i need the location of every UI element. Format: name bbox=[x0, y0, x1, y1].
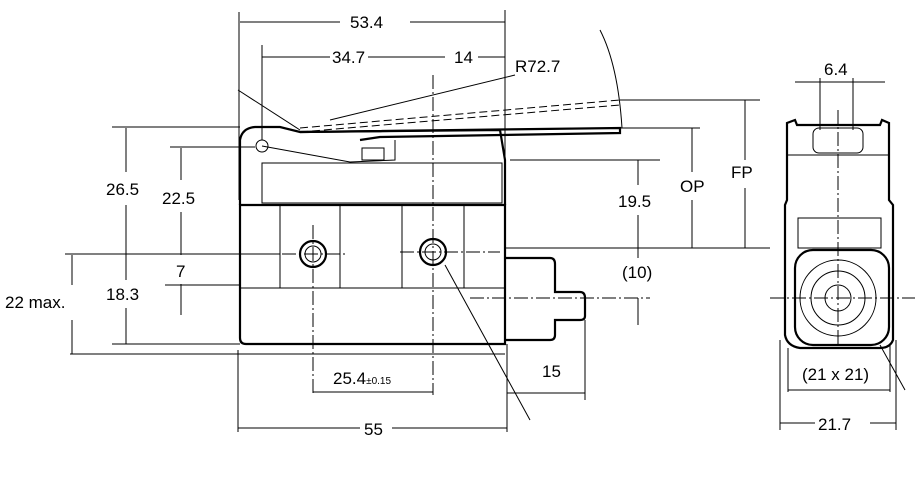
dim-18-3: 18.3 bbox=[106, 285, 139, 304]
dim-r72-7: R72.7 bbox=[515, 57, 560, 76]
side-slot bbox=[797, 217, 882, 249]
radius-arc bbox=[599, 29, 623, 129]
dim-22-max: 22 max. bbox=[5, 293, 65, 312]
leader-line bbox=[237, 89, 301, 131]
dim-6-4: 6.4 bbox=[824, 60, 848, 79]
dim-15: 15 bbox=[542, 362, 561, 381]
side-housing bbox=[783, 118, 895, 350]
dim-19-5: 19.5 bbox=[618, 192, 651, 211]
front-view bbox=[237, 29, 650, 421]
leader-line bbox=[444, 264, 531, 421]
lever bbox=[299, 126, 622, 142]
dim-55: 55 bbox=[364, 420, 383, 439]
plunger-housing bbox=[505, 256, 587, 342]
dim-fp: FP bbox=[731, 163, 753, 182]
dim-26-5: 26.5 bbox=[106, 180, 139, 199]
lever-arm bbox=[261, 140, 396, 163]
dim-22-5: 22.5 bbox=[162, 189, 195, 208]
dim-21-7: 21.7 bbox=[818, 415, 851, 434]
dim-op: OP bbox=[680, 177, 705, 196]
free-position-lever bbox=[299, 99, 621, 129]
dim-53-4: 53.4 bbox=[350, 13, 383, 32]
switch-body bbox=[238, 203, 507, 346]
side-view bbox=[770, 78, 915, 430]
actuator-window bbox=[261, 162, 503, 204]
dim-14: 14 bbox=[454, 48, 473, 67]
dim-25-4: 25.4±0.15 bbox=[333, 369, 391, 388]
front-dimension-lines bbox=[65, 10, 770, 432]
dim-34-7: 34.7 bbox=[332, 48, 365, 67]
dimension-labels: 53.4 34.7 14 R72.7 26.5 22.5 19.5 OP FP … bbox=[5, 13, 869, 439]
dim-7: 7 bbox=[176, 262, 185, 281]
dim-21x21: (21 x 21) bbox=[802, 365, 869, 384]
roller bbox=[361, 147, 385, 161]
free-position-lever-2 bbox=[299, 104, 621, 133]
dim-10: (10) bbox=[622, 263, 652, 282]
